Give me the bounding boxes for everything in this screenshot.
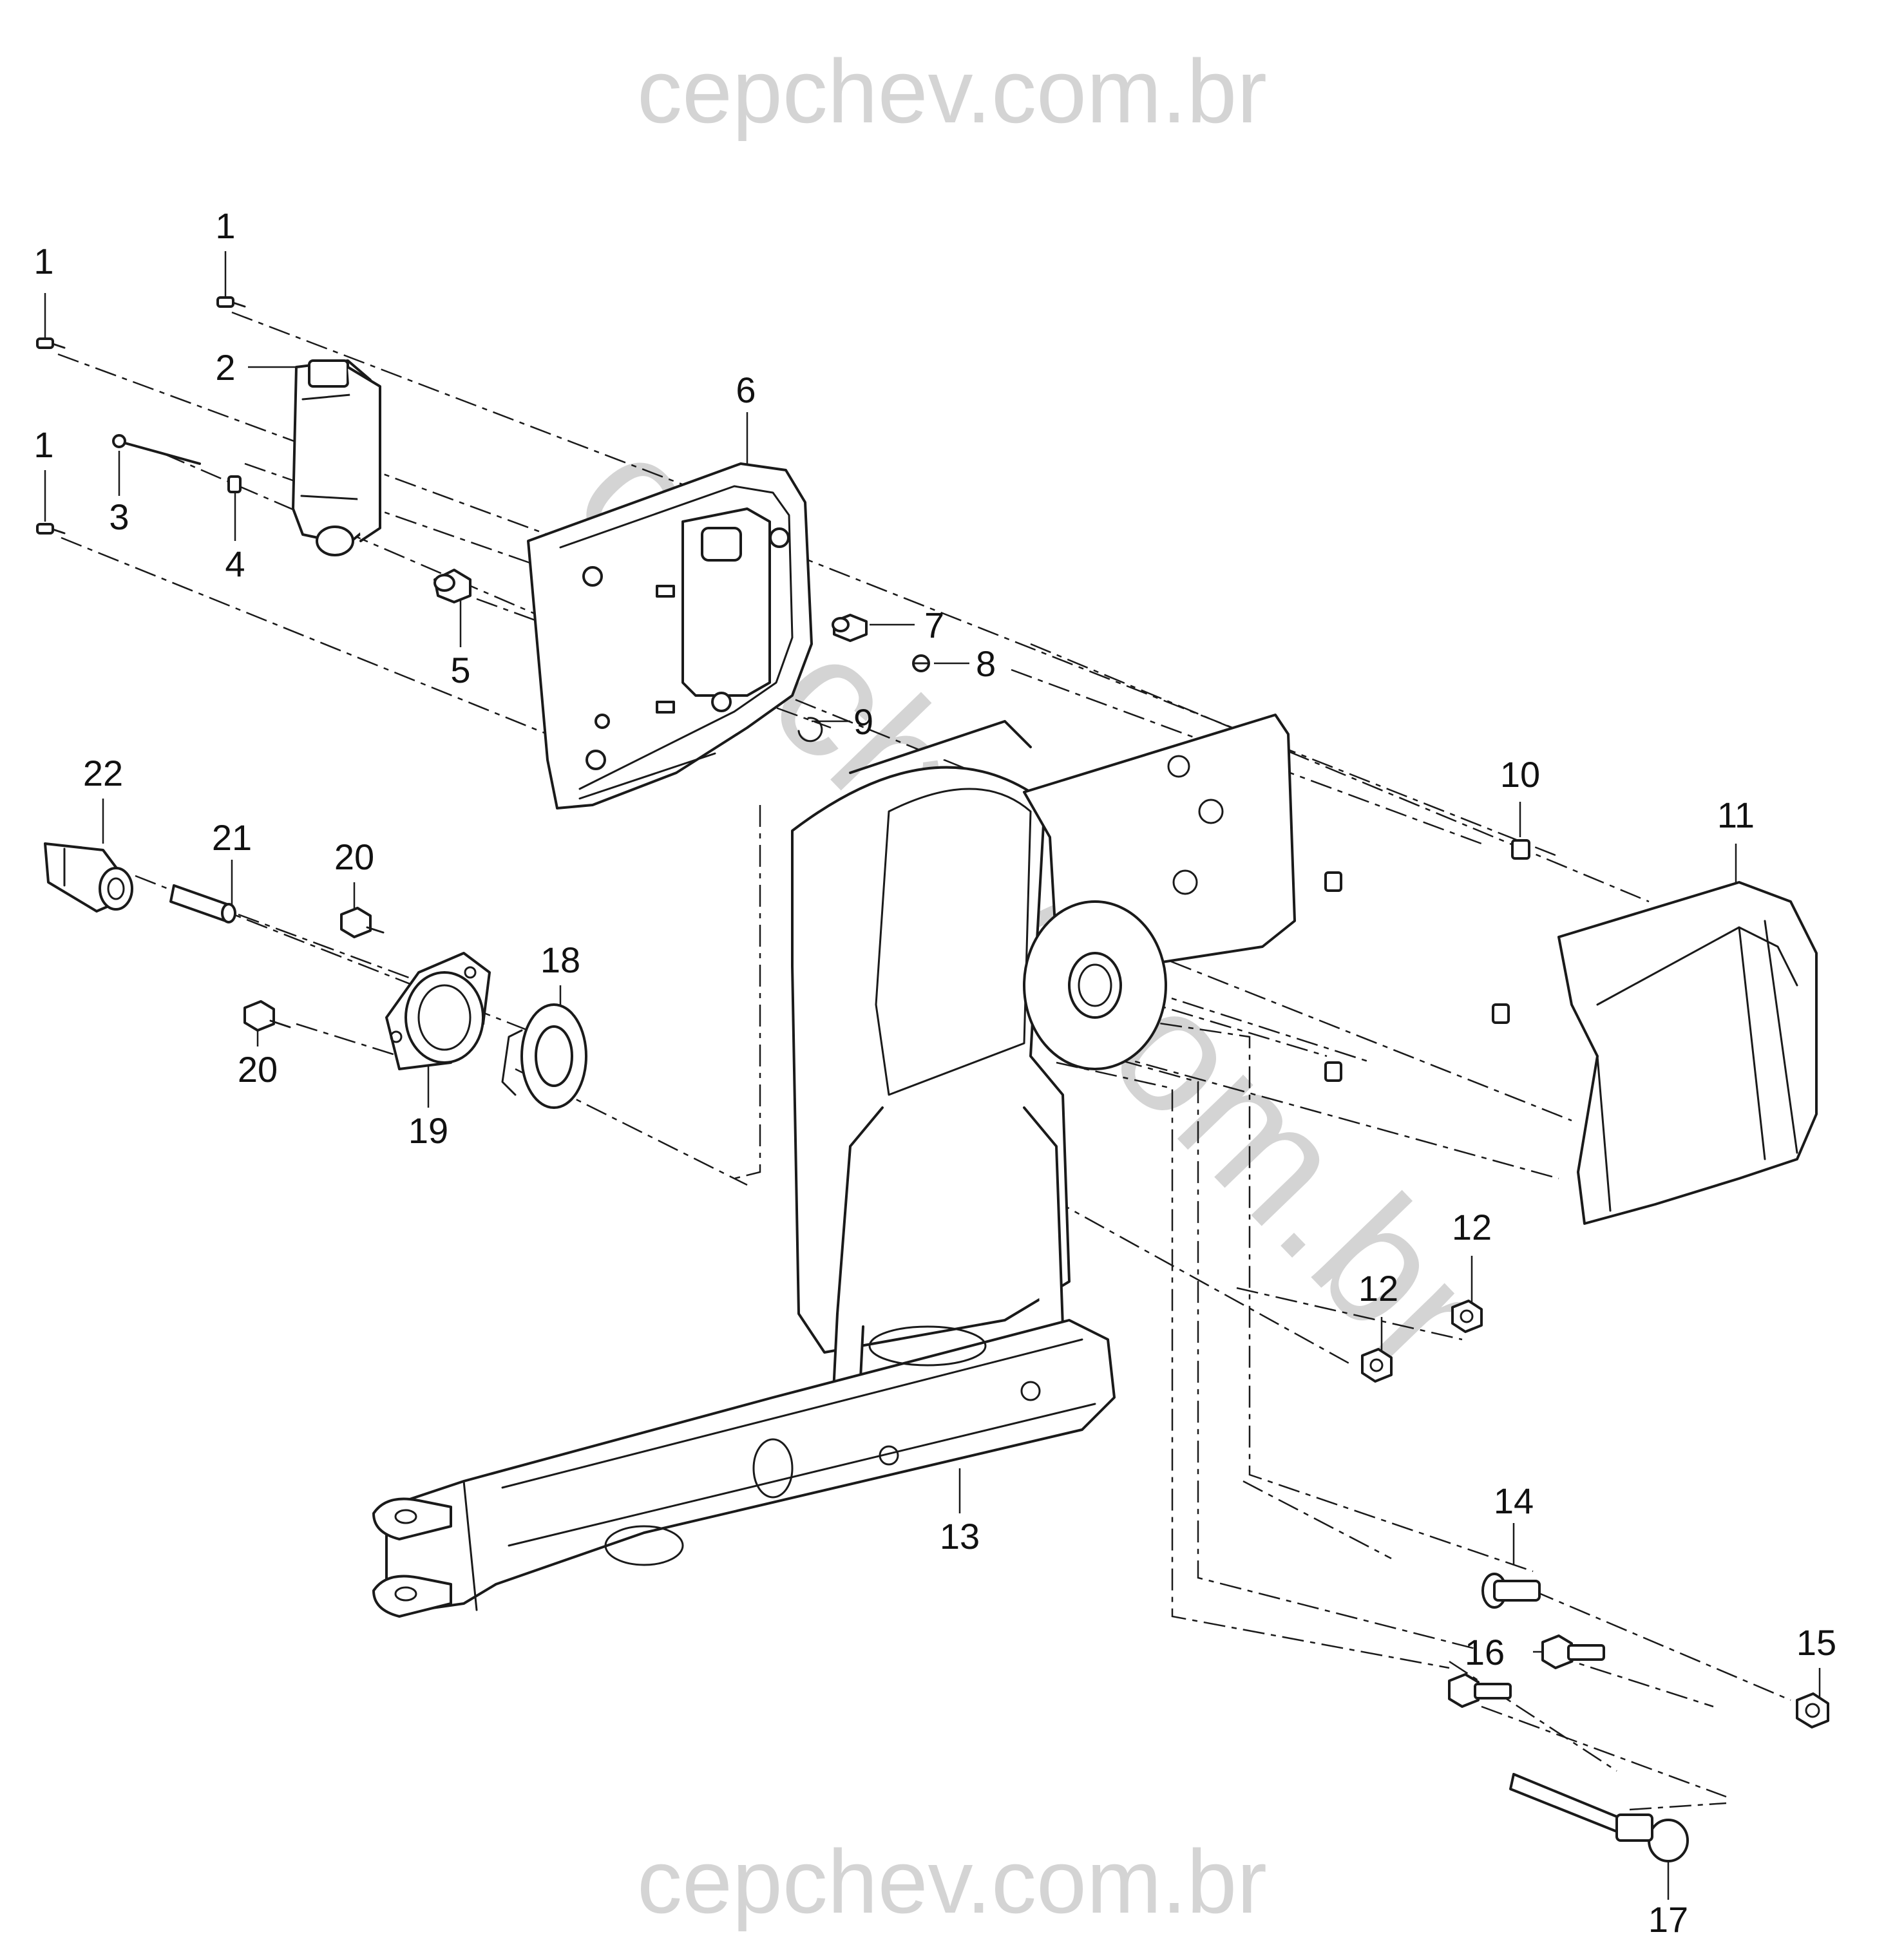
callout-12-a: 12 — [1452, 1207, 1492, 1247]
callout-20-a: 20 — [334, 837, 374, 877]
part-20-screw-b — [243, 1000, 291, 1032]
callout-20-b: 20 — [238, 1049, 278, 1090]
callout-19: 19 — [408, 1110, 448, 1151]
callout-16: 16 — [1465, 1632, 1505, 1672]
part-1-screw-top-left — [36, 337, 66, 349]
callout-17: 17 — [1648, 1899, 1688, 1940]
part-17-long-bolt — [1509, 1773, 1689, 1862]
part-4-clip — [227, 475, 242, 493]
part-10-clip — [1324, 839, 1530, 1082]
callout-12-b: 12 — [1358, 1268, 1398, 1309]
callout-13: 13 — [940, 1516, 980, 1557]
callout-8: 8 — [976, 643, 996, 684]
part-5-bushing — [433, 569, 471, 603]
callout-18: 18 — [540, 940, 580, 980]
callout-labels: 1 1 1 2 3 4 5 6 7 8 9 10 11 12 12 13 14 … — [33, 205, 1836, 1940]
callout-7: 7 — [924, 605, 944, 645]
part-1-screw-lower — [36, 523, 66, 535]
part-9-clip — [797, 717, 823, 743]
part-16-bolt-b — [1448, 1673, 1512, 1708]
part-21-pin — [169, 884, 236, 923]
part-15-nut — [1796, 1692, 1829, 1728]
callout-11: 11 — [1717, 795, 1755, 835]
part-7-bushing — [832, 614, 868, 642]
part-13-carrier-frame — [372, 714, 1296, 1618]
part-18-grommet — [501, 1003, 587, 1109]
callout-21: 21 — [212, 817, 252, 858]
callout-1-a: 1 — [33, 241, 53, 281]
part-19-flange — [385, 952, 491, 1070]
callout-1-c: 1 — [33, 424, 53, 465]
part-6-inner-panel — [527, 462, 813, 809]
callout-14: 14 — [1494, 1481, 1534, 1521]
part-20-screw-a — [340, 907, 385, 938]
part-22-lock-cylinder — [44, 842, 133, 913]
callout-15: 15 — [1796, 1622, 1836, 1663]
callout-6: 6 — [736, 370, 756, 410]
callout-9: 9 — [853, 701, 873, 742]
callout-3: 3 — [109, 497, 129, 537]
part-16-bolt-a — [1541, 1634, 1605, 1669]
leader-lines — [44, 251, 1821, 1900]
part-8-screw — [912, 654, 930, 672]
callout-5: 5 — [450, 650, 470, 690]
part-11-outer-cover — [1557, 881, 1818, 1225]
part-2-latch-handle — [292, 359, 381, 556]
callout-22: 22 — [83, 753, 123, 793]
part-3-rod — [112, 434, 201, 465]
callout-10: 10 — [1500, 754, 1540, 795]
part-14-stud — [1481, 1573, 1541, 1609]
watermark-bottom: cepchev.com.br — [637, 1831, 1267, 1932]
part-12-nut-b — [1451, 1300, 1483, 1333]
callout-1-b: 1 — [215, 205, 235, 246]
callout-2: 2 — [215, 347, 235, 388]
part-1-screw-top — [216, 296, 246, 308]
watermark-top: cepchev.com.br — [637, 41, 1267, 142]
callout-4: 4 — [225, 544, 245, 584]
part-12-nut-a — [1361, 1348, 1393, 1383]
